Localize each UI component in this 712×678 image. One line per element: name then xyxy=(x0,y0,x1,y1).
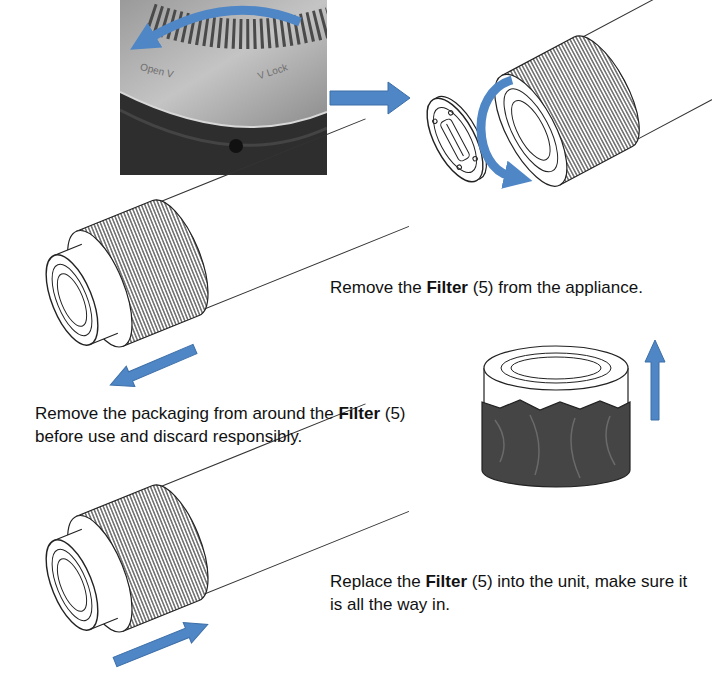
end-cap xyxy=(447,124,464,156)
pull-arrow xyxy=(106,339,199,395)
end-cap xyxy=(472,156,478,162)
part-name: Filter xyxy=(338,404,380,423)
packaged-filter xyxy=(482,346,630,487)
tube-open xyxy=(481,0,712,196)
turn-arrow xyxy=(481,80,512,176)
packaged-filter xyxy=(484,346,628,390)
end-cap xyxy=(425,101,485,179)
end-cap xyxy=(439,118,470,162)
end-cap xyxy=(432,118,438,124)
instruction-text: Remove the Filter (5) from the appliance… xyxy=(330,276,702,299)
packaged-filter xyxy=(482,400,630,487)
packaged-filter xyxy=(501,353,611,383)
appliance-photo xyxy=(150,10,300,38)
push-arrow xyxy=(111,614,212,672)
packaged-filter xyxy=(495,415,615,478)
part-name: Filter xyxy=(425,572,467,591)
appliance-photo xyxy=(120,110,327,145)
instruction-text: Replace the Filter (5) into the unit, ma… xyxy=(330,570,702,616)
appliance-photo xyxy=(120,0,327,175)
lift-arrow xyxy=(645,340,665,420)
appliance-photo xyxy=(229,139,243,153)
end-cap xyxy=(456,164,462,170)
step-arrow xyxy=(330,82,410,114)
tube-open xyxy=(493,81,568,179)
instruction-text: Remove the packaging from around the Fil… xyxy=(35,402,407,448)
packaged-filter xyxy=(511,357,601,379)
tube-open xyxy=(481,64,582,196)
appliance-photo xyxy=(120,92,327,127)
tube-open xyxy=(504,95,558,165)
end-cap xyxy=(448,110,454,116)
tube-with-filter xyxy=(30,115,410,365)
part-name: Filter xyxy=(426,278,468,297)
